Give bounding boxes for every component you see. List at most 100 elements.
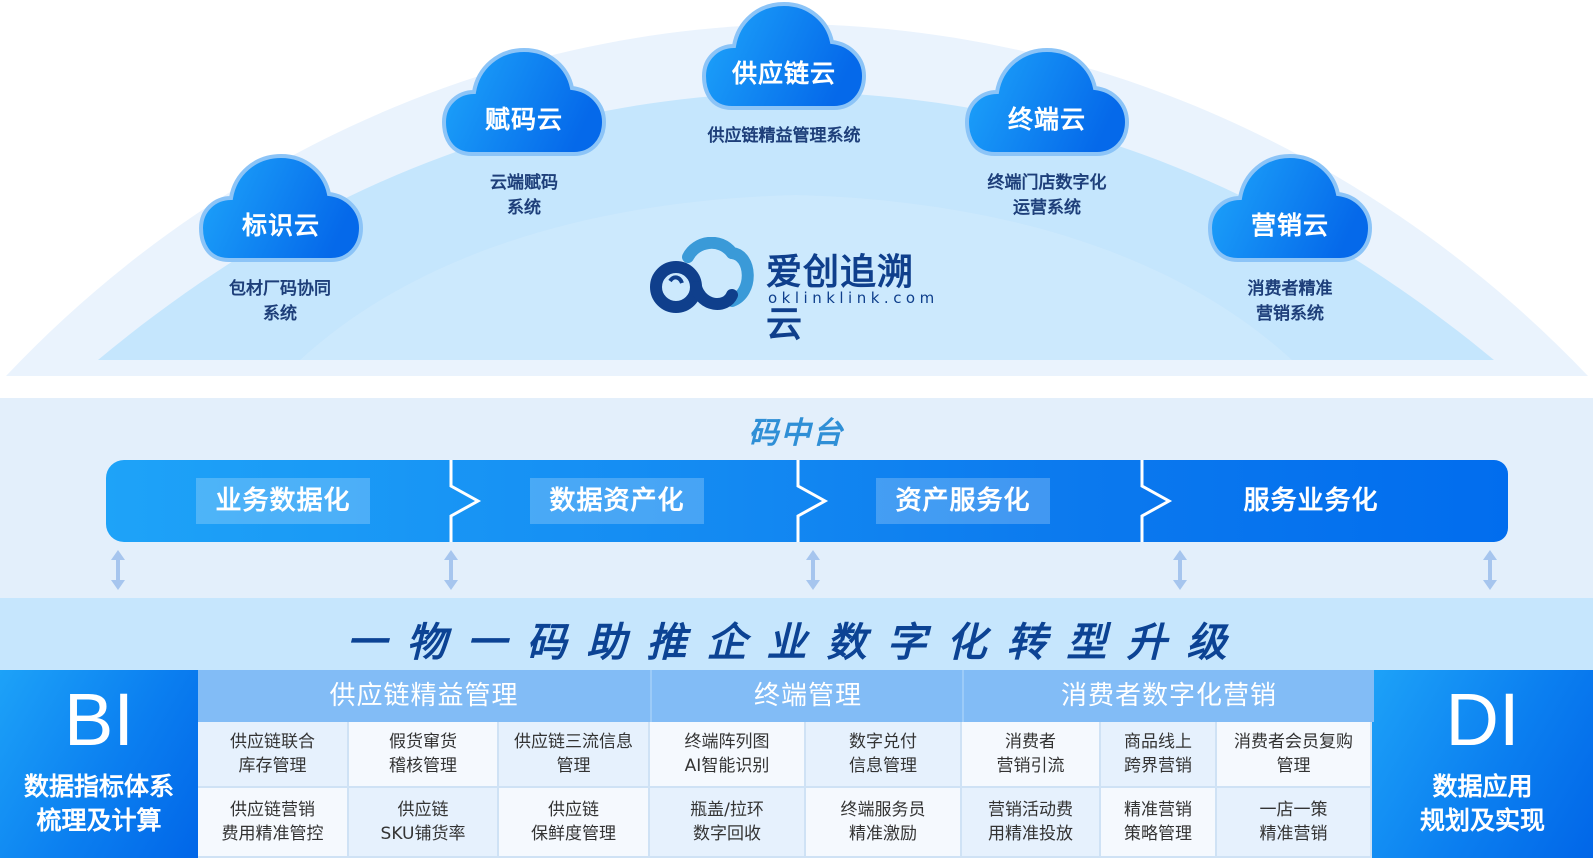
desc-line: 云端赋码 (490, 173, 558, 193)
feature-cell-line: 精准营销 (1259, 824, 1328, 844)
feature-cell-text: 精准营销策略管理 (1124, 798, 1192, 846)
feature-cell-text: 供应链 SKU铺货率 (381, 798, 466, 846)
di-line: 规划及实现 (1419, 806, 1545, 835)
di-line: 数据应用 (1432, 772, 1533, 801)
cloud-yingxiao[interactable]: 营销云 (1208, 154, 1372, 264)
feature-cell[interactable]: 供应链保鲜度管理 (499, 788, 650, 858)
bi-title: BI (64, 678, 134, 761)
cloud-icon (1208, 154, 1372, 262)
bi-subtitle: 数据指标体系 梳理及计算 (0, 770, 198, 838)
cloud-description: 云端赋码 系统 (434, 171, 614, 221)
feature-cell-line: 信息管理 (849, 756, 917, 776)
bidirectional-arrow-icon (806, 550, 820, 590)
feature-cell-line: 跨界营销 (1124, 756, 1192, 776)
feature-cell[interactable]: 精准营销策略管理 (1101, 788, 1217, 858)
feature-cell-line: 精准激励 (849, 824, 917, 844)
di-title: DI (1445, 678, 1520, 761)
feature-cell-text: 供应链营销费用精准管控 (222, 798, 324, 846)
feature-cell-line: 终端阵列图 (684, 732, 770, 752)
category-header-consumer: 消费者数字化营销 (962, 670, 1374, 722)
category-header-supply-chain: 供应链精益管理 (198, 670, 650, 722)
feature-cell[interactable]: 营销活动费用精准投放 (962, 788, 1101, 858)
brand-logo: 爱创追溯云 oklinklink.com (648, 237, 948, 345)
feature-cell[interactable]: 消费者营销引流 (962, 722, 1101, 788)
feature-cell-line: 消费者 (1005, 732, 1056, 752)
feature-cell-line: 供应链营销 (230, 800, 315, 820)
feature-cell[interactable]: 供应链营销费用精准管控 (198, 788, 349, 858)
feature-cell-line: 营销活动费 (988, 800, 1073, 820)
feature-cell-text: 营销活动费用精准投放 (988, 798, 1073, 846)
feature-cell-text: 数字兑付信息管理 (849, 730, 917, 778)
stage-item[interactable]: 业务数据化 (196, 478, 370, 524)
feature-cell-line: 假货窜货 (389, 732, 457, 752)
brand-url: oklinklink.com (768, 289, 939, 307)
feature-cell-text: 供应链三流信息管理 (514, 730, 633, 778)
cloud-label: 赋码云 (484, 105, 563, 134)
desc-line: 包材厂码协同 (229, 279, 331, 299)
cloud-biaoshi[interactable]: 标识云 (199, 154, 363, 264)
desc-line: 营销系统 (1256, 304, 1324, 324)
feature-cell-line: 库存管理 (238, 756, 307, 776)
cloud-zhongduan[interactable]: 终端云 (965, 48, 1129, 158)
feature-cell-line: 终端服务员 (840, 800, 926, 820)
feature-cell-line: 消费者会员复购 (1234, 732, 1353, 752)
stage-dividers (449, 460, 1173, 542)
slogan-text: 一物一码助推企业数字化转型升级 (346, 620, 1247, 666)
bi-line: 梳理及计算 (36, 806, 162, 835)
feature-cell-line: SKU铺货率 (380, 824, 466, 844)
di-box[interactable]: DI 数据应用 规划及实现 (1372, 670, 1593, 858)
desc-line: 消费者精准 (1247, 279, 1333, 299)
cloud-gongyinglian[interactable]: 供应链云 (702, 2, 866, 112)
cloud-label: 供应链云 (731, 59, 836, 88)
di-subtitle: 数据应用 规划及实现 (1372, 770, 1593, 838)
feature-cell[interactable]: 瓶盖/拉环数字回收 (650, 788, 806, 858)
feature-cell[interactable]: 假货窜货稽核管理 (349, 722, 499, 788)
feature-cell[interactable]: 数字兑付信息管理 (806, 722, 962, 788)
feature-cell[interactable]: 一店一策精准营销 (1217, 788, 1372, 858)
platform-title: 码中台 (748, 416, 845, 451)
brand-name: 爱创追溯云 (766, 252, 915, 345)
slogan-banner (0, 598, 1593, 670)
stage-item[interactable]: 服务业务化 (1243, 486, 1379, 516)
feature-cell-text: 一店一策精准营销 (1260, 798, 1328, 846)
feature-cell[interactable]: 终端服务员精准激励 (806, 788, 962, 858)
feature-cell-text: 瓶盖/拉环数字回收 (690, 798, 764, 846)
cloud-fuma[interactable]: 赋码云 (442, 48, 606, 158)
desc-line: 系统 (507, 198, 541, 218)
feature-cell-line: 费用精准管控 (221, 824, 324, 844)
feature-cell-text: 供应链联合库存管理 (230, 730, 315, 778)
feature-cell-text: 消费者营销引流 (997, 730, 1065, 778)
feature-cell[interactable]: 供应链联合库存管理 (198, 722, 349, 788)
feature-cell[interactable]: 商品线上跨界营销 (1101, 722, 1217, 788)
feature-cell[interactable]: 供应链 SKU铺货率 (349, 788, 499, 858)
feature-cell-text: 假货窜货稽核管理 (389, 730, 457, 778)
cloud-description: 终端门店数字化 运营系统 (957, 171, 1137, 221)
bi-box[interactable]: BI 数据指标体系 梳理及计算 (0, 670, 198, 858)
feature-cell-line: 一店一策 (1259, 800, 1328, 820)
feature-cell-line: 供应链 (397, 800, 449, 820)
bidirectional-arrow-icon (1173, 550, 1187, 590)
feature-cell-line: 商品线上 (1124, 732, 1192, 752)
feature-cell-text: 商品线上跨界营销 (1124, 730, 1192, 778)
feature-cell[interactable]: 供应链三流信息管理 (499, 722, 650, 788)
feature-cell-line: 供应链 (548, 800, 599, 820)
feature-cell-line: 保鲜度管理 (531, 824, 616, 844)
stage-item[interactable]: 数据资产化 (530, 478, 704, 524)
cloud-label: 终端云 (1007, 105, 1086, 134)
feature-cell-line: 稽核管理 (389, 756, 457, 776)
desc-line: 供应链精益管理系统 (707, 126, 861, 146)
feature-cell-line: 策略管理 (1124, 824, 1192, 844)
feature-cell-text: 终端服务员精准激励 (841, 798, 926, 846)
feature-cell-line: 管理 (1276, 756, 1311, 776)
feature-cell-text: 供应链保鲜度管理 (531, 798, 616, 846)
cloud-icon (965, 48, 1129, 156)
feature-cell-line: 营销引流 (996, 756, 1065, 776)
stage-item[interactable]: 资产服务化 (876, 478, 1050, 524)
feature-cell[interactable]: 消费者会员复购管理 (1217, 722, 1372, 788)
cloud-icon (442, 48, 606, 156)
feature-cell-line: 供应链三流信息 (514, 732, 633, 752)
cloud-icon (199, 154, 363, 262)
bi-line: 数据指标体系 (23, 772, 174, 801)
